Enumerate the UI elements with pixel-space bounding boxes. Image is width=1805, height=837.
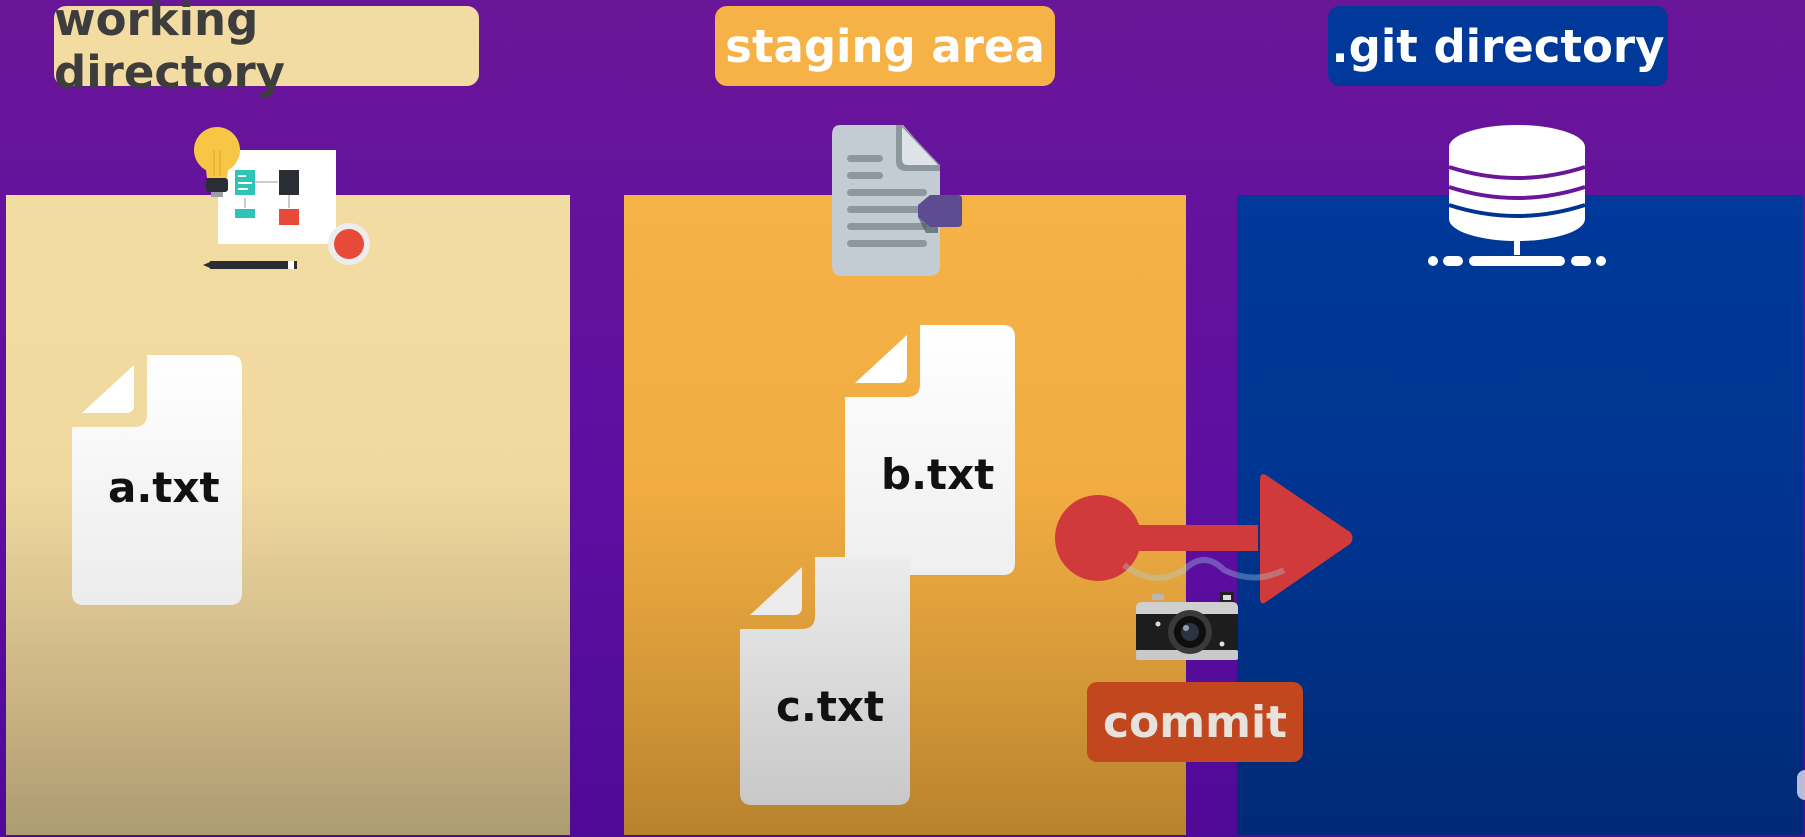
file-icon (740, 557, 910, 805)
edge-artifact (1797, 770, 1805, 800)
file-b-txt[interactable]: b.txt (845, 325, 1015, 575)
database-icon (1428, 125, 1606, 266)
idea-sketch-icon (194, 127, 370, 269)
file-c-txt[interactable]: c.txt (740, 557, 910, 805)
commit-label: commit (1087, 682, 1303, 762)
file-name: a.txt (108, 463, 220, 512)
tag-shape (918, 195, 962, 227)
sketch-paper (218, 150, 336, 244)
file-icon (72, 355, 242, 605)
file-a-txt[interactable]: a.txt (72, 355, 242, 605)
file-icon (845, 325, 1015, 575)
file-name: c.txt (776, 682, 885, 731)
arrow-right-icon (1055, 474, 1353, 604)
git-directory-panel (1237, 195, 1803, 835)
git-directory-label: .git directory (1328, 6, 1668, 86)
document-tag-icon (832, 125, 962, 276)
camera-icon (1136, 592, 1238, 660)
working-directory-label: working directory (54, 0, 479, 99)
file-name: b.txt (881, 450, 995, 499)
staging-area-label: staging area (715, 6, 1055, 86)
